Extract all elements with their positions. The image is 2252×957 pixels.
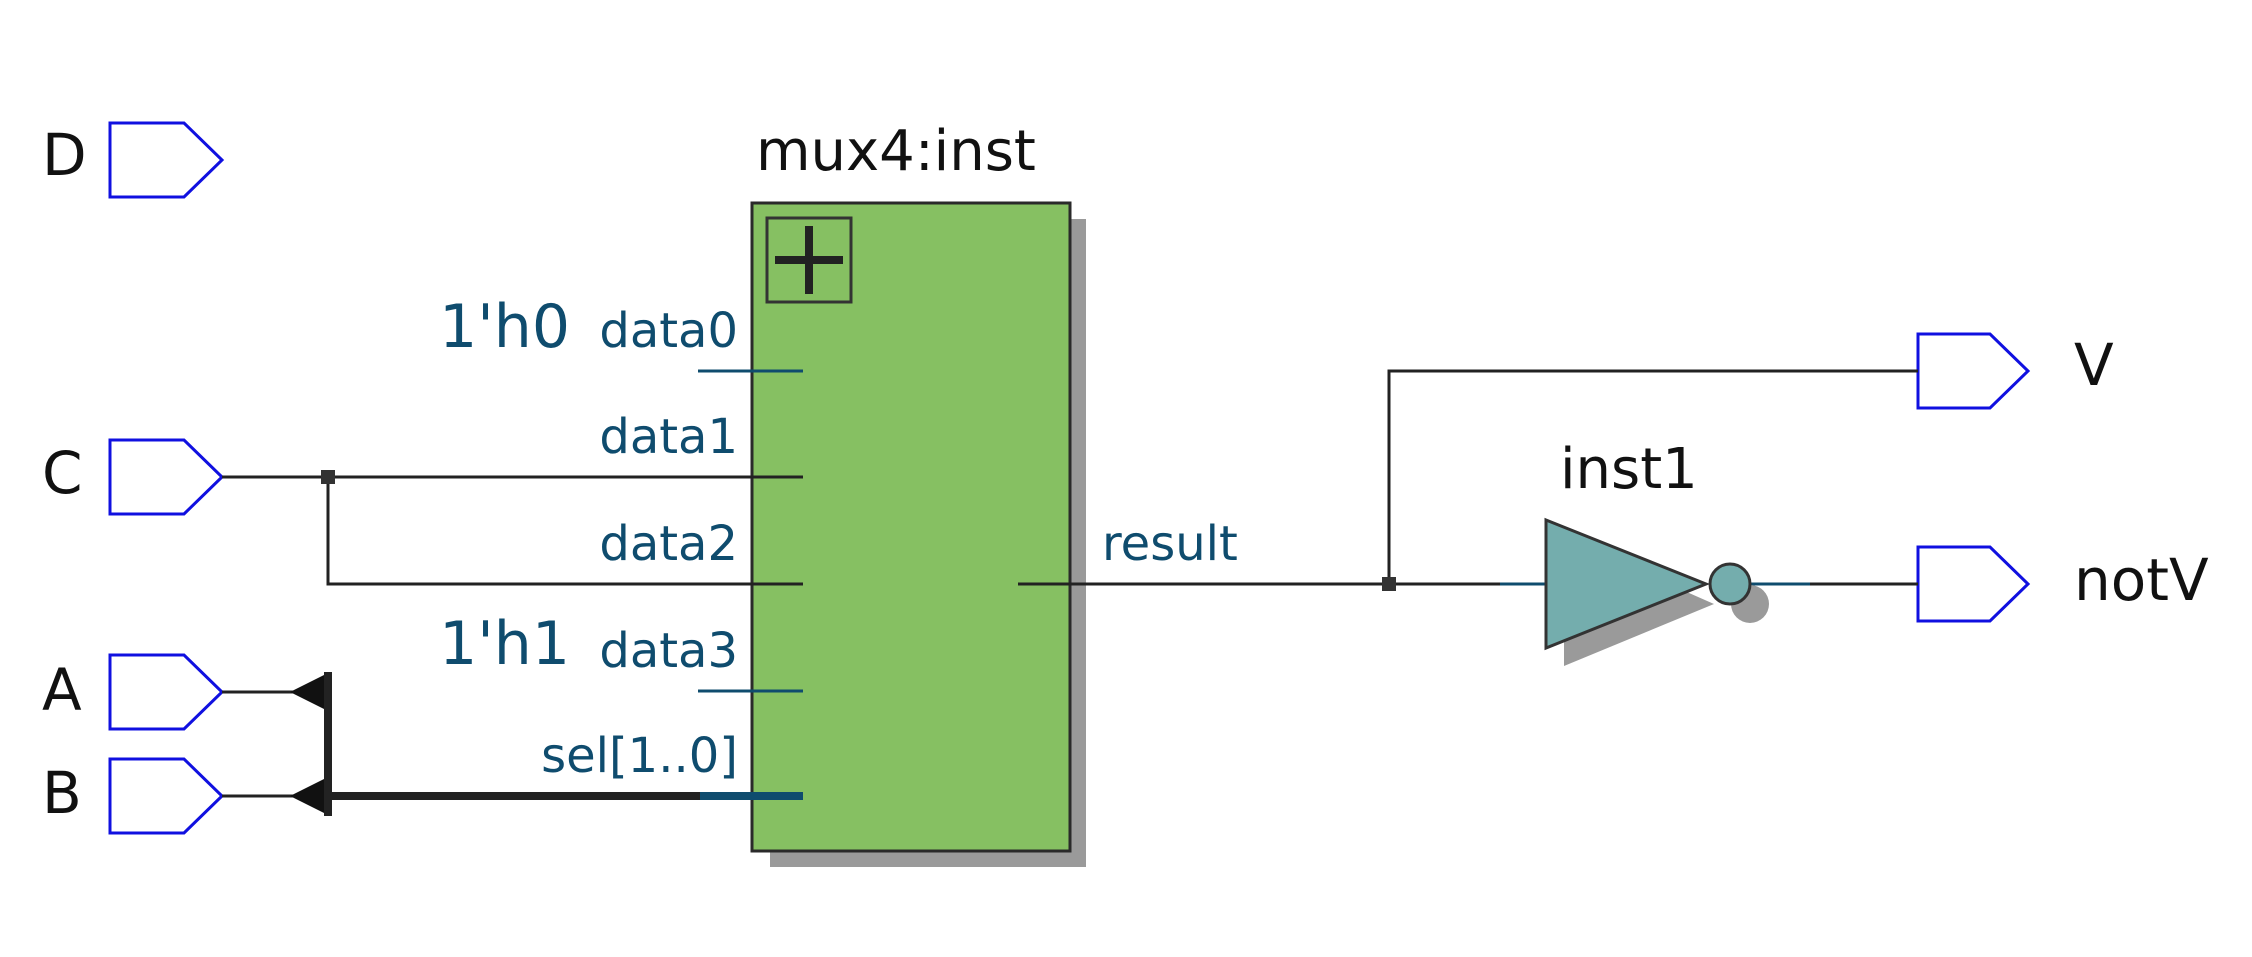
- bus-ripper-B: [290, 776, 330, 816]
- output-port-V[interactable]: V: [1916, 331, 2114, 410]
- input-port-C-label: C: [42, 439, 83, 507]
- input-port-A[interactable]: A: [42, 653, 225, 731]
- pin-label-result: result: [1102, 516, 1238, 572]
- output-port-notV[interactable]: notV: [1916, 545, 2209, 623]
- const-data3: 1'h1: [439, 609, 570, 679]
- junction-result: [1382, 577, 1396, 591]
- mux4-expand-button[interactable]: [765, 216, 853, 304]
- mux4-instance-label: mux4:inst: [756, 119, 1036, 184]
- output-port-V-label: V: [2074, 331, 2114, 399]
- pin-label-data0: data0: [599, 303, 738, 359]
- expand-button-frame: [765, 216, 853, 304]
- input-port-D-symbol: [108, 121, 225, 199]
- inverter-instance-label: inst1: [1560, 437, 1698, 502]
- input-port-C-symbol: [108, 438, 225, 516]
- input-port-D-label: D: [42, 121, 87, 189]
- inverter-bubble: [1708, 562, 1752, 606]
- output-port-notV-label: notV: [2074, 546, 2209, 614]
- input-port-B[interactable]: B: [42, 757, 225, 835]
- mux4-block[interactable]: mux4:inst data0 data1 data2 data3 sel[1.…: [439, 119, 1238, 867]
- output-port-notV-symbol: [1916, 545, 2031, 623]
- input-port-D[interactable]: D: [42, 121, 225, 199]
- pin-label-data3: data3: [599, 623, 738, 679]
- input-port-A-symbol: [108, 653, 225, 731]
- mux4-body: [750, 201, 1072, 853]
- pin-label-data2: data2: [599, 516, 738, 572]
- const-data0: 1'h0: [439, 292, 570, 362]
- wire-to-V[interactable]: [1387, 369, 1918, 584]
- inverter-triangle: [1544, 517, 1711, 651]
- input-port-C[interactable]: C: [42, 438, 225, 516]
- pin-label-sel: sel[1..0]: [541, 728, 738, 784]
- inverter-inst1[interactable]: inst1: [1544, 437, 1769, 666]
- wires: [222, 369, 1918, 816]
- output-port-V-symbol: [1916, 332, 2031, 410]
- bus-ripper-A: [290, 672, 330, 712]
- input-port-B-label: B: [42, 759, 82, 827]
- input-port-A-label: A: [42, 656, 82, 724]
- junction-C: [321, 470, 335, 484]
- wire-C-data2[interactable]: [326, 477, 803, 586]
- pin-label-data1: data1: [599, 409, 738, 465]
- input-port-B-symbol: [108, 757, 225, 835]
